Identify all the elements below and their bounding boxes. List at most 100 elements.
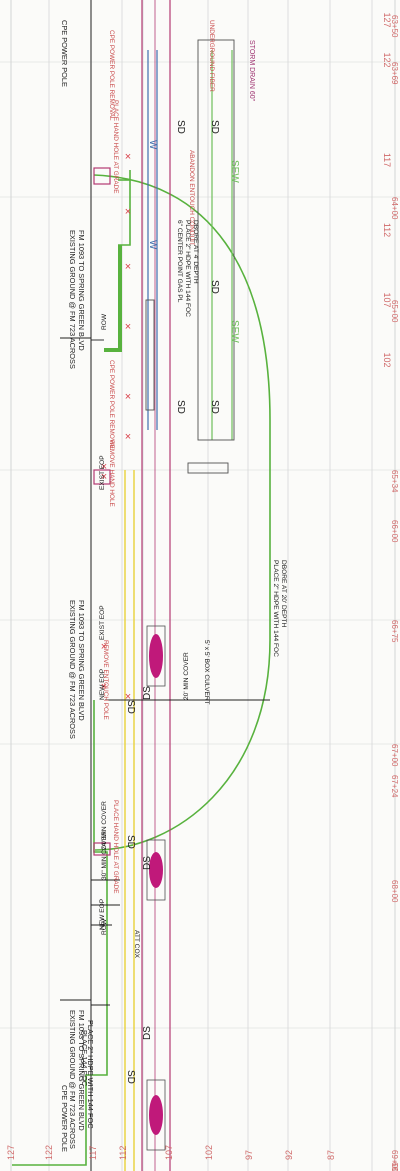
station-label: 67+00 [390,744,399,767]
crossing-notes: CPE POWER POLE CPE POWER POLE PLACE 144 … [60,20,95,1152]
storm-drain-lines [141,0,171,1171]
station-label: 67+24 [390,775,399,798]
removal-x-mark: × [125,391,131,403]
place-144-foc: PLACE 144 FOC [80,1030,89,1087]
removal-x-mark: × [125,321,131,333]
sewer-lines [211,50,233,440]
elevation-label: 92 [284,1150,294,1160]
sd-label-2: SD [125,1070,136,1084]
elev-top-102: 102 [382,352,392,367]
pole-removal-mid: CPE POWER POLE REMOVAL [108,360,115,451]
elev-top-127: 127 [382,12,392,27]
station-label: 66+00 [390,520,399,543]
station-label: 63+69 [390,62,399,85]
ds-label-1: DS [142,686,153,700]
removal-x-mark: × [125,261,131,273]
removal-x-mark: × [101,471,107,483]
row-label-top: ROW [101,313,108,330]
removal-marks: ××××××××××× [101,151,131,703]
min-cover-20: 20' MIN COVER [183,652,190,700]
elevation-label: 87 [326,1150,336,1160]
sd-label-1: SD [125,700,136,714]
sd-label-5: SD [175,400,186,414]
min-cover-30: 30" MIN COVER [101,831,108,880]
w-label-1: W [147,140,158,150]
sd-label-8: SD [209,400,220,414]
sd-label-7: SD [209,280,220,294]
elevation-label: 107 [164,1145,174,1160]
crossing-mid-line2: FM 1093 TO SPRING GREEN BLVD [77,600,86,721]
box-culvert-label: 5' x 5' BOX CULVERT [203,640,210,705]
crossing-mid-line1: EXISTING GROUND @ FM 723 ACROSS [68,600,77,739]
gas-lines [124,470,135,1171]
utility-labels: SD DS SD DS SD DS SD SD SD SD SD W W SEW… [125,120,240,1084]
new-eop-bottom: NEW EOP [99,898,106,930]
elev-top-117: 117 [382,153,392,167]
elevation-label: 112 [118,1146,128,1160]
station-grid [0,61,400,1029]
cpe-power-pole-bottom: CPE POWER POLE [60,1085,69,1152]
station-label: 63+50 [390,15,399,38]
gas-note-line1: 6" CENTER POINT GAS PL [176,220,183,303]
crossing-top-line2: FM 1093 TO SPRING GREEN BLVD [77,230,86,351]
elev-top-122: 122 [382,52,392,67]
elevation-grid [10,0,396,1171]
elevation-label: 102 [204,1145,214,1160]
removal-x-mark: × [101,681,107,693]
exist-eop-mid: EXIST EOP [99,605,106,640]
bore-note-line1: PLACE 2" HDPE WITH 144 FOC [272,560,279,657]
hdpe-thick-segment [104,245,122,352]
station-label: 69+00 [390,1150,399,1171]
station-label: 65+34 [390,470,399,493]
new-eop-mid: NEW EOP [99,668,106,700]
crossing-top-line1: EXISTING GROUND @ FM 723 ACROSS [68,230,77,369]
w-label-2: W [147,240,158,250]
station-label: 66+75 [390,620,399,643]
removal-x-mark: × [125,206,131,218]
exist-eop-top: EXIST EOP [99,455,106,490]
abandon-entouch-conduit: ABANDON ENTOUCH CONDUIT [188,150,195,246]
sd-label-4: SD [175,120,186,134]
box-culverts [146,625,166,1151]
removal-x-mark: × [125,151,131,163]
removal-x-mark: × [101,641,107,653]
ds-label-3: DS [142,856,153,870]
elevation-label: 97 [244,1150,254,1160]
station-label: 64+00 [390,197,399,220]
place-hand-hole-bottom: PLACE HAND HOLE AT GRADE [112,800,119,894]
remove-hand-hole: REMOVE HAND HOLE [108,440,115,507]
cpe-power-pole-top: CPE POWER POLE [60,20,69,87]
survey-lines [60,0,270,1171]
water-lines [147,50,158,430]
sew-label-2: SEW [229,320,240,343]
annotation-notes: CPE POWER POLE REMOVAL CPE POWER POLE RE… [102,20,215,894]
removal-x-mark: × [125,691,131,703]
hand-holes [93,167,111,856]
elevation-label: 122 [44,1145,54,1160]
fiber-ug-label: UNDERGROUND FIBER [208,20,215,92]
row-label-bottom: ROW [101,918,108,935]
crossing-bottom-line2: FM 1093 TO SPRING GREEN BLVD [77,1010,86,1131]
gas-note-line3: DBORE AT 4' DEPTH [192,220,199,284]
storm-drain-label: STORM DRAIN 60" [248,40,255,102]
removal-x-mark: × [101,461,107,473]
elevation-label: 117 [88,1146,98,1160]
att-ug-label: ATT COX [133,930,140,959]
cover-notes: ROW ROW EXIST EOP EXIST EOP NEW EOP NEW … [99,220,287,959]
elevation-label: 127 [6,1145,16,1160]
sd-label-3: SD [125,835,136,849]
elevation-labels-top: 127 122 117 112 107 102 [382,12,392,367]
sd-label-6: SD [209,120,220,134]
station-labels: 63+5063+6964+0065+0065+3466+0066+7567+00… [390,15,399,1171]
elevation-labels-bottom: 127 122 117 112 107 102 97 92 87 [6,1145,336,1160]
station-label: 68+87 [390,1162,399,1171]
bore-note-line2: DBORE AT 20' DEPTH [280,560,287,628]
ds-label-2: DS [142,1026,153,1040]
gas-note-line2: PLACE 2" HDPE WITH 144 FOC [184,220,191,317]
station-label: 68+00 [390,880,399,903]
remove-entouch-pole: REMOVE ENTOUCH POLE [102,640,109,720]
elev-top-112: 112 [382,223,392,237]
pipe-outlines [145,39,235,474]
